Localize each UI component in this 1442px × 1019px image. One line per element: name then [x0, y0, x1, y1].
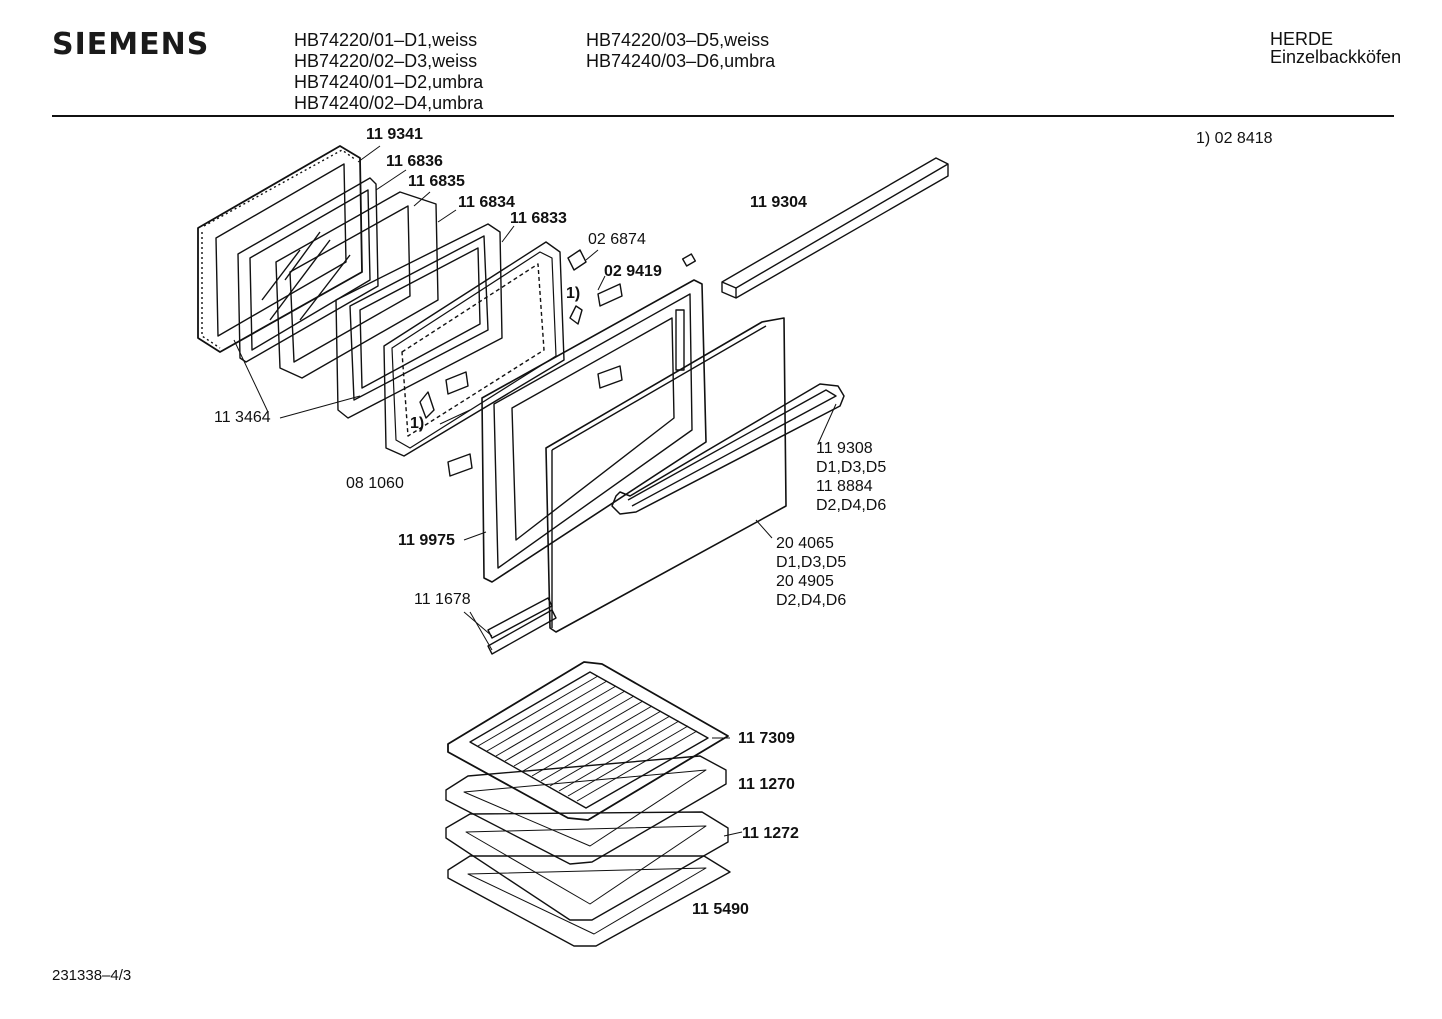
variant-label: D1,D3,D5 [816, 459, 887, 476]
part-label: 02 6874 [588, 231, 646, 248]
drawing-number: 231338–4/3 [52, 967, 132, 984]
brand-logo: SIEMENS [52, 27, 210, 62]
model-line: HB74240/01–D2,umbra [294, 72, 484, 92]
category-title: HERDE [1270, 29, 1334, 49]
category-subtitle: Einzelbackköfen [1270, 47, 1402, 67]
seal-frame [335, 223, 503, 419]
door-outer-panel [545, 317, 787, 633]
header-divider [52, 115, 1394, 117]
baking-tray [445, 755, 727, 865]
part-label: 02 9419 [604, 263, 662, 280]
door-handle [611, 383, 845, 515]
part-label: 11 5490 [692, 901, 749, 918]
bracket-parts [419, 249, 697, 477]
hinge-rails [487, 597, 557, 655]
model-line: HB74220/01–D1,weiss [294, 30, 478, 50]
part-label: 20 4065 [776, 535, 834, 552]
part-label: 11 1678 [414, 591, 471, 608]
part-label: 11 3464 [214, 409, 271, 426]
part-label: 11 6834 [458, 194, 515, 211]
footnote: 1) 02 8418 [1196, 130, 1273, 147]
part-label: 08 1060 [346, 475, 404, 492]
part-label: 11 6836 [386, 153, 443, 170]
part-label: 11 9308 [816, 440, 873, 457]
part-label: 11 9341 [366, 126, 423, 143]
variant-label: D2,D4,D6 [776, 592, 847, 609]
part-label: 11 6833 [510, 210, 567, 227]
model-line: HB74240/03–D6,umbra [586, 51, 776, 71]
model-line: HB74220/02–D3,weiss [294, 51, 478, 71]
grid-shelf [447, 661, 729, 821]
part-label: 11 9975 [398, 532, 455, 549]
part-label: 20 4905 [776, 573, 834, 590]
outer-door-frame [197, 145, 363, 353]
part-label: 11 1272 [742, 825, 799, 842]
inner-frame [275, 191, 439, 379]
model-line: HB74240/02–D4,umbra [294, 93, 484, 113]
footnote-ref: 1) [566, 285, 581, 302]
footnote-ref: 1) [410, 415, 425, 432]
part-label: 11 1270 [738, 776, 795, 793]
variant-label: D1,D3,D5 [776, 554, 847, 571]
part-label: 11 9304 [750, 194, 807, 211]
part-label: 11 8884 [816, 478, 873, 495]
top-rail [721, 157, 949, 299]
leader-lines [233, 145, 837, 837]
part-label: 11 6835 [408, 173, 465, 190]
oven-rack [447, 855, 731, 947]
roasting-pan [445, 811, 729, 921]
glass-pane [237, 177, 379, 363]
part-label: 11 7309 [738, 730, 795, 747]
model-line: HB74220/03–D5,weiss [586, 30, 770, 50]
variant-label: D2,D4,D6 [816, 497, 887, 514]
door-inner-panel [481, 279, 707, 583]
